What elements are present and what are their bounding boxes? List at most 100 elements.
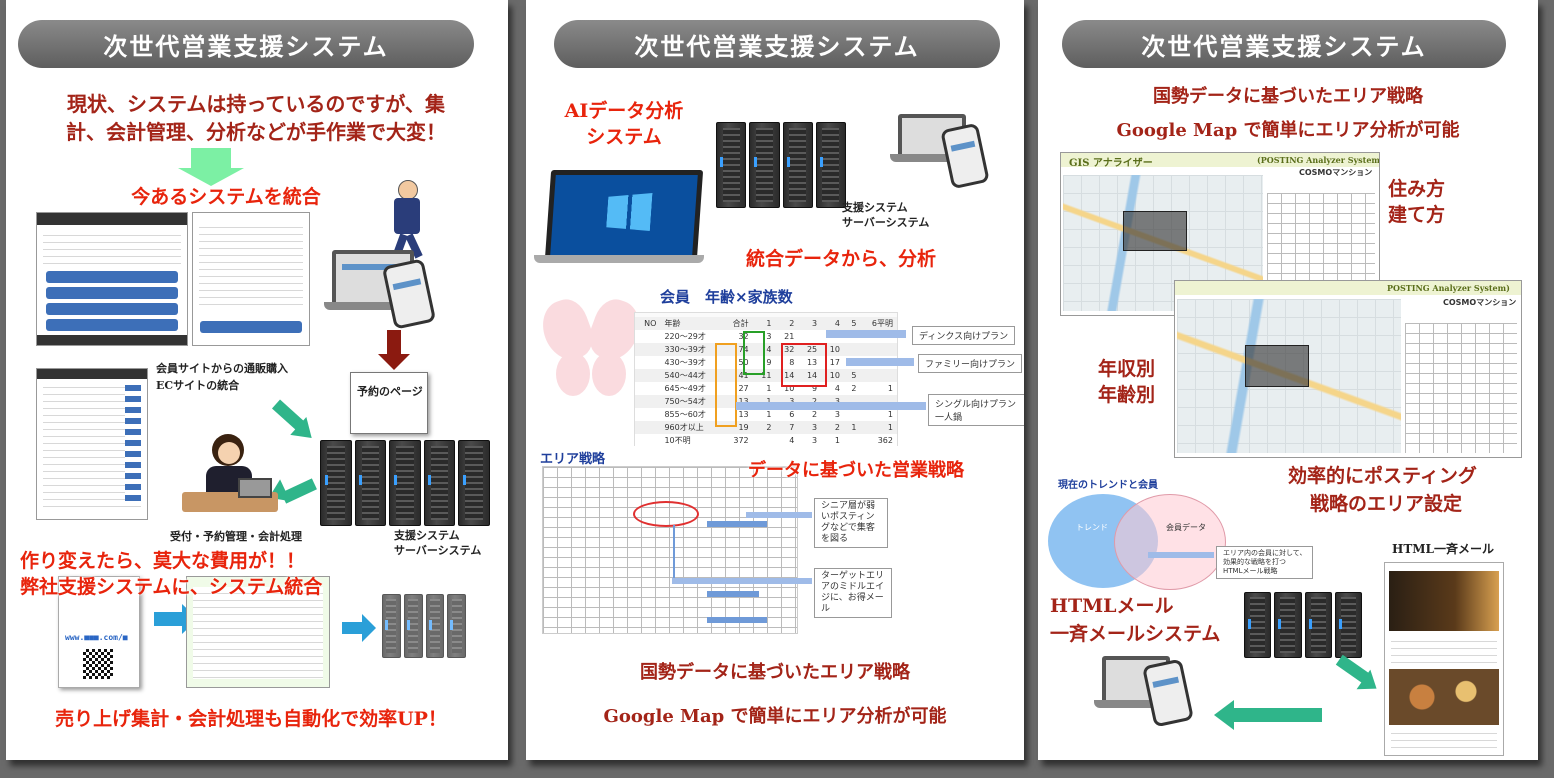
table-cell: 17: [829, 358, 840, 367]
arrow-left-icon: [1234, 708, 1322, 722]
table-cell: 2: [752, 421, 776, 434]
reservation-page-box: 予約のページ: [350, 372, 428, 434]
table-cell: [798, 330, 821, 343]
area-note: ターゲットエリアのミドルエイジに、お得メール: [814, 568, 892, 618]
table-cell: 645～49才: [664, 384, 706, 393]
receptionist-icon: [182, 432, 278, 518]
server-label: 支援システム サーバーシステム: [394, 529, 482, 557]
table-cell: 11: [752, 369, 776, 382]
ec-list-screenshot: [36, 368, 148, 520]
table-cell: 1: [887, 410, 893, 419]
table-cell: [635, 356, 660, 369]
arrow-right-icon: [342, 622, 364, 634]
table-cell: 3: [798, 317, 822, 330]
table-cell: 9: [766, 358, 772, 367]
table-cell: [635, 421, 661, 434]
form-screenshot: [186, 576, 330, 688]
table-cell: [635, 330, 660, 343]
table-cell: 2: [821, 421, 844, 434]
server-label: 支援システム サーバーシステム: [842, 201, 930, 229]
table-cell: 41: [722, 369, 753, 382]
ai-title: AIデータ分析 システム: [564, 100, 684, 148]
venn-note: エリア内の会員に対して、 効果的な戦略を打つ HTMLメール戦略: [1216, 546, 1314, 579]
table-cell: 13: [738, 410, 749, 419]
table-cell: [635, 408, 660, 421]
table-cell: 540～44才: [660, 369, 723, 382]
table-cell: 7: [775, 421, 799, 434]
table-cell: [844, 434, 860, 447]
table-cell: 5: [843, 369, 861, 382]
table-cell: 3: [812, 436, 818, 445]
map-area[interactable]: [1177, 299, 1401, 453]
down-arrow-icon: [387, 330, 401, 354]
html-system-label: HTMLメール 一斉メールシステム: [1050, 595, 1221, 645]
posting-label: 効率的にポスティング 戦略のエリア設定: [1288, 465, 1477, 515]
table-cell: 4: [789, 436, 795, 445]
table-cell: 5: [843, 317, 861, 330]
arrow-right-icon: [154, 612, 184, 626]
table-cell: 3: [834, 410, 840, 419]
server-rack-icon: [716, 122, 846, 208]
table-cell: 1: [766, 384, 772, 393]
table-cell: 1: [860, 421, 897, 434]
table-cell: 430～39才: [664, 358, 706, 367]
top-line-2: Google Map で簡単にエリア分析が可能: [1116, 120, 1460, 141]
income-label: 年収別 年齢別: [1098, 358, 1156, 406]
table-cell: 2: [812, 410, 818, 419]
intro-text: 現状、システムは持っているのですが、集 計、会計管理、分析などが手作業で大変！: [66, 92, 446, 144]
qr-code-icon: [83, 649, 113, 679]
table-cell: [635, 343, 661, 356]
table-cell: 25: [798, 343, 822, 356]
table-cell: [860, 369, 897, 382]
area-note: シニア層が弱いポスティングなどで集客を図る: [814, 498, 888, 548]
table-cell: 合計: [722, 317, 753, 330]
table-cell: 8: [789, 358, 795, 367]
plan-label: シングル向けプラン一人鍋: [928, 394, 1024, 426]
table-cell: 19: [722, 421, 753, 434]
server-rack-icon: [320, 440, 490, 526]
server-rack-icon: [382, 594, 466, 658]
table-cell: 220～29才: [664, 332, 706, 341]
gis-data-table: [1405, 323, 1517, 453]
table-cell: 960才以上: [660, 421, 723, 434]
panel-header: 次世代営業支援システム: [554, 20, 1000, 68]
table-cell: 362: [877, 436, 893, 445]
table-cell: 10: [784, 384, 795, 393]
venn-circle-members: [1114, 494, 1226, 590]
table-cell: 1: [834, 436, 840, 445]
table-cell: 3: [798, 421, 822, 434]
laptop-icon: [544, 170, 704, 260]
cost-warning-text: 作り変えたら、莫大な費用が！！ 弊社支援システムに、システム統合: [20, 550, 323, 598]
table-cell: [635, 434, 660, 447]
table-cell: 9: [812, 384, 818, 393]
ec-label: 会員サイトからの通販購入 ECサイトの統合: [156, 362, 288, 392]
member-chart-title: 会員 年齢×家族数: [660, 288, 793, 306]
down-arrow-icon: [191, 148, 231, 168]
plan-label: ファミリー向けプラン: [918, 354, 1023, 373]
html-mail-image: [1384, 562, 1504, 756]
windows-logo-icon: [606, 193, 653, 231]
table-cell: 330～39才: [660, 343, 723, 356]
panel-header: 次世代営業支援システム: [1062, 20, 1506, 68]
server-rack-icon: [1244, 592, 1362, 658]
table-cell: 1: [887, 384, 893, 393]
table-cell: 372: [733, 436, 749, 445]
html-mail-title: HTML一斉メール: [1392, 542, 1494, 556]
top-line-1: 国勢データに基づいたエリア戦略: [1153, 86, 1423, 107]
table-cell: [753, 434, 776, 447]
panel-legacy-integration: 次世代営業支援システム 現状、システムは持っているのですが、集 計、会計管理、分…: [6, 0, 508, 760]
gis-screenshot: POSTING Analyzer System) COSMOマンション: [1174, 280, 1522, 458]
smartphone-icon: [381, 258, 437, 330]
table-cell: 年齢: [660, 317, 723, 330]
table-cell: 6平明: [860, 317, 897, 330]
panel-gis-area: 次世代営業支援システム 国勢データに基づいたエリア戦略 Google Map で…: [1038, 0, 1538, 760]
smartphone-icon: [1141, 658, 1195, 728]
living-label: 住み方 建て方: [1388, 178, 1446, 226]
panel-ai-analysis: 次世代営業支援システム AIデータ分析 システム 支援システム サーバーシステム…: [526, 0, 1024, 760]
table-cell: 13: [806, 358, 818, 367]
